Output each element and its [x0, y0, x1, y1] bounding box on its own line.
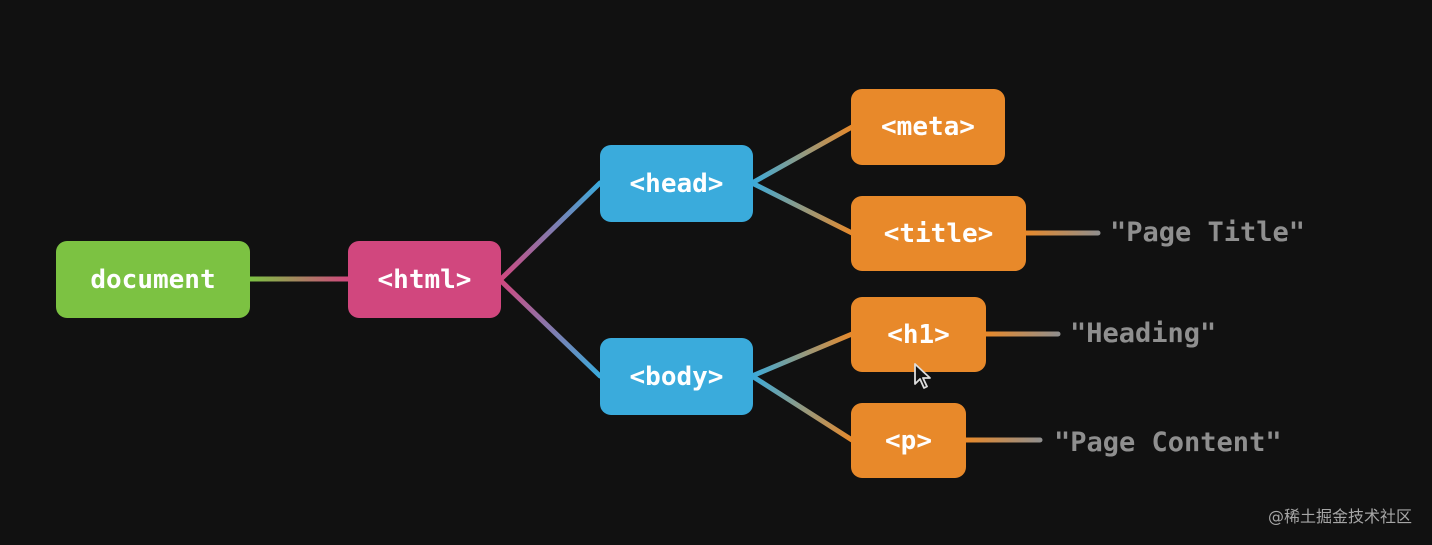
text-node-page-title: "Page Title" — [1110, 217, 1306, 248]
node-body: <body> — [600, 338, 753, 415]
edge-html-head — [497, 180, 603, 283]
node-head: <head> — [600, 145, 753, 222]
text-node-heading: "Heading" — [1070, 318, 1217, 349]
node-p: <p> — [851, 403, 966, 478]
node-meta: <meta> — [851, 89, 1005, 165]
mouse-cursor-icon — [914, 363, 931, 389]
edge-head-meta — [749, 124, 855, 186]
edge-body-h1 — [749, 331, 855, 379]
edge-html-body — [497, 277, 603, 379]
text-node-page-content: "Page Content" — [1054, 427, 1282, 458]
node-document: document — [56, 241, 250, 318]
node-title: <title> — [851, 196, 1026, 271]
node-html: <html> — [348, 241, 501, 318]
edge-head-title — [749, 180, 855, 236]
watermark: @稀土掘金技术社区 — [1267, 507, 1412, 526]
edge-body-p — [749, 373, 855, 443]
node-h1: <h1> — [851, 297, 986, 372]
